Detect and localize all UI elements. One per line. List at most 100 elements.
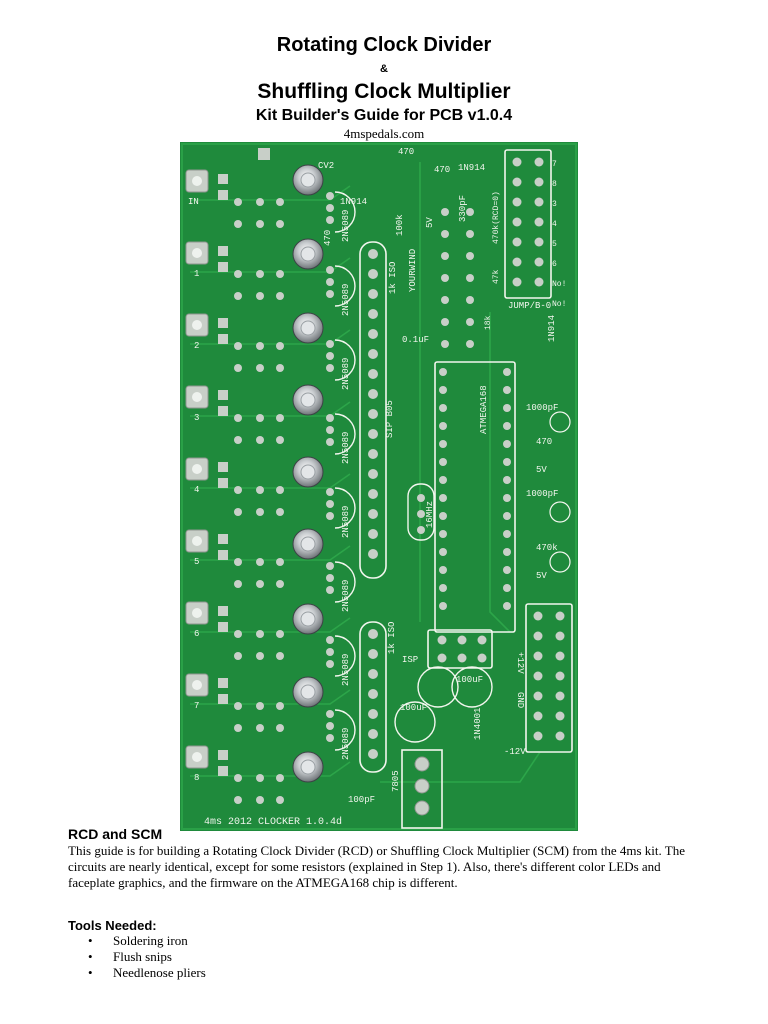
pcb-trace xyxy=(489,312,511,633)
label-5v: 5V xyxy=(536,571,547,581)
pad xyxy=(326,562,334,570)
label-1000pf: 1000pF xyxy=(526,489,558,499)
sip-resistor-outline xyxy=(359,241,387,579)
regulator-outline xyxy=(401,749,443,829)
tool-item: Soldering iron xyxy=(88,933,206,949)
pad xyxy=(234,652,242,660)
pad xyxy=(368,489,378,499)
label-1n914: 1N914 xyxy=(458,163,485,173)
pad xyxy=(503,530,511,538)
capacitor-outline xyxy=(417,666,459,708)
label-470k: 470k xyxy=(536,543,558,553)
pad xyxy=(326,438,334,446)
pad xyxy=(503,494,511,502)
pad xyxy=(258,148,270,160)
label-1k-iso: 1k ISO xyxy=(388,262,398,294)
regulator-pin xyxy=(414,778,430,794)
jack-label: IN xyxy=(188,197,199,207)
pad xyxy=(326,648,334,656)
pad xyxy=(218,478,228,488)
capacitor-outline xyxy=(549,501,571,523)
pad xyxy=(439,386,447,394)
label-jumper-number: No! xyxy=(552,280,566,289)
pad xyxy=(368,529,378,539)
label-470: 470 xyxy=(398,147,414,157)
capacitor-outline xyxy=(549,411,571,433)
pad xyxy=(326,426,334,434)
label-5v: 5V xyxy=(425,217,435,228)
pad xyxy=(218,190,228,200)
capacitor-outline xyxy=(451,666,493,708)
pad xyxy=(234,630,242,638)
pad xyxy=(533,731,543,741)
pad xyxy=(256,414,264,422)
regulator-pin xyxy=(414,800,430,816)
transistor-label: 2N5089 xyxy=(341,580,351,612)
pad xyxy=(503,584,511,592)
pad xyxy=(218,462,228,472)
pad xyxy=(441,252,449,260)
pad xyxy=(441,208,449,216)
pad xyxy=(276,436,284,444)
pad xyxy=(234,558,242,566)
pad xyxy=(439,566,447,574)
label-470k-rcd: 470k(RCD=0) xyxy=(492,191,501,244)
led-nut-center xyxy=(300,246,316,262)
pad xyxy=(276,652,284,660)
pad xyxy=(466,230,474,238)
pad xyxy=(368,749,378,759)
pad xyxy=(503,512,511,520)
label-1n914: 1N914 xyxy=(340,197,367,207)
pad xyxy=(326,340,334,348)
transistor-label: 2N5089 xyxy=(341,506,351,538)
pad xyxy=(439,368,447,376)
pad xyxy=(218,766,228,776)
pad xyxy=(503,440,511,448)
pad xyxy=(368,289,378,299)
pad xyxy=(256,796,264,804)
jack-label: 4 xyxy=(194,485,199,495)
pad xyxy=(218,390,228,400)
pad xyxy=(368,329,378,339)
label-330pf: 330pF xyxy=(458,195,468,222)
label-470: 470 xyxy=(536,437,552,447)
pad xyxy=(326,722,334,730)
website-link[interactable]: 4mspedals.com xyxy=(343,126,425,141)
label-100k: 100k xyxy=(395,214,405,236)
pad xyxy=(218,334,228,344)
pad xyxy=(218,678,228,688)
transistor-outline xyxy=(334,265,356,307)
pad xyxy=(276,702,284,710)
pad xyxy=(218,174,228,184)
pad xyxy=(368,549,378,559)
label-1k-iso: 1k ISO xyxy=(387,622,397,654)
pad xyxy=(441,274,449,282)
pad xyxy=(234,220,242,228)
pad xyxy=(368,669,378,679)
label-1n914: 1N914 xyxy=(547,315,557,342)
intro-paragraph: This guide is for building a Rotating Cl… xyxy=(68,843,685,890)
pad xyxy=(218,750,228,760)
label-470: 470 xyxy=(434,165,450,175)
pad xyxy=(534,177,544,187)
pad xyxy=(234,342,242,350)
pad xyxy=(234,702,242,710)
sip-resistor-outline-2 xyxy=(359,621,387,773)
transistor-outline xyxy=(334,339,356,381)
pad xyxy=(218,406,228,416)
pad xyxy=(441,296,449,304)
pad xyxy=(533,691,543,701)
pcb-photo: IN123456782N50892N50892N50892N50892N5089… xyxy=(180,142,578,831)
pad xyxy=(256,436,264,444)
pad xyxy=(533,631,543,641)
pad xyxy=(276,508,284,516)
jack-hole xyxy=(192,248,202,258)
pad xyxy=(512,197,522,207)
pad xyxy=(256,724,264,732)
pad xyxy=(218,622,228,632)
pad xyxy=(466,296,474,304)
pad xyxy=(368,369,378,379)
pad xyxy=(368,249,378,259)
pad xyxy=(276,292,284,300)
label-1n4001: 1N4001 xyxy=(473,708,483,740)
